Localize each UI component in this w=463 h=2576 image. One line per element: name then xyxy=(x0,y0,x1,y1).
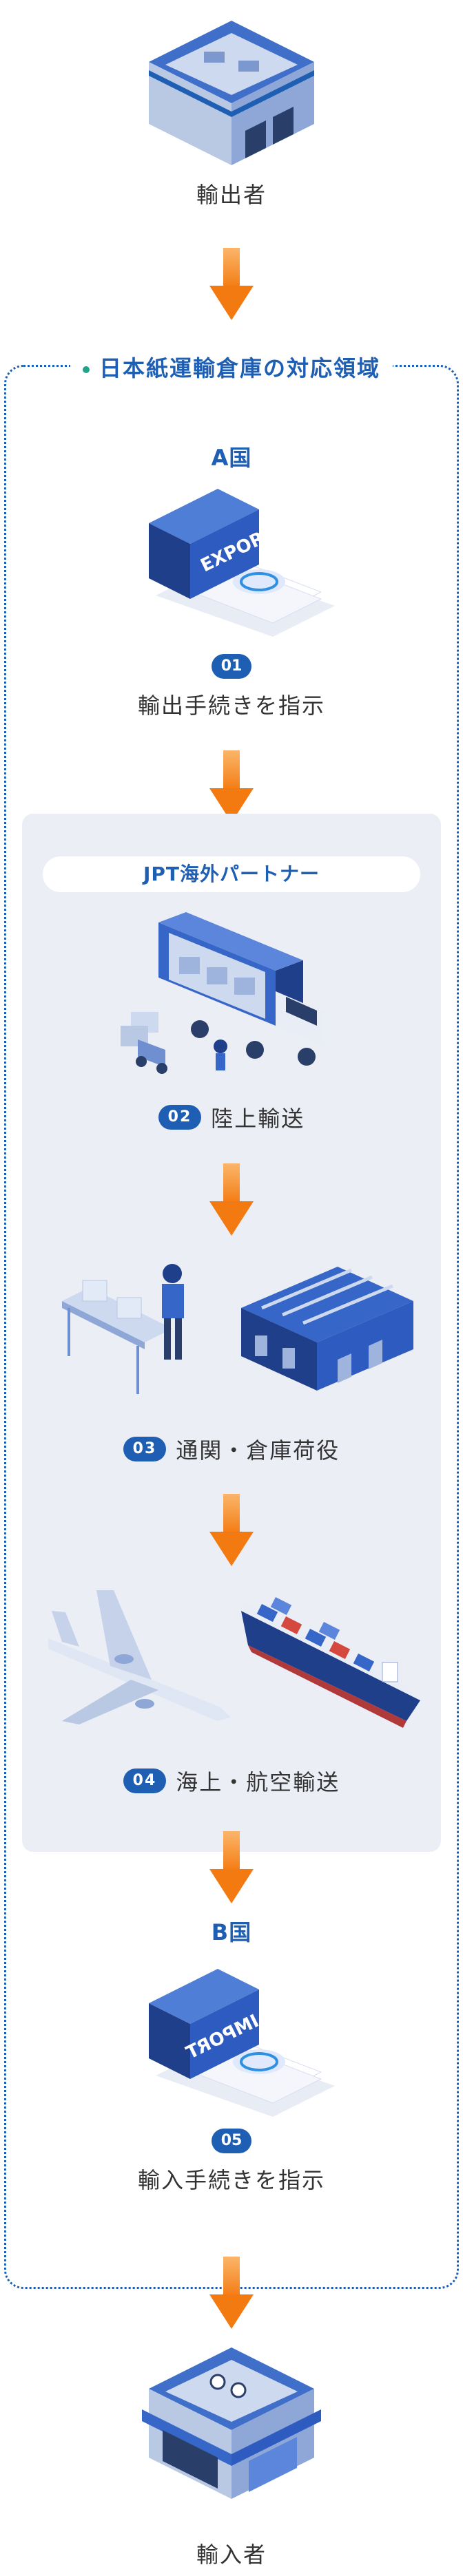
export-container-illustration: EXPORT xyxy=(135,482,335,640)
partner-label: JPT海外パートナー xyxy=(43,856,420,892)
step-05-badge-row: 05 xyxy=(0,2129,463,2153)
country-a-label: A国 xyxy=(211,445,252,471)
truck-transport-illustration xyxy=(117,909,344,1074)
down-arrow-icon xyxy=(209,248,254,320)
down-arrow-icon xyxy=(209,750,254,823)
step-02-row: 02 陸上輸送 xyxy=(0,1101,463,1133)
down-arrow-icon xyxy=(209,1831,254,1903)
step-03-row: 03 通関・倉庫荷役 xyxy=(0,1433,463,1465)
step-02-label: 陸上輸送 xyxy=(211,1106,305,1132)
step-04-row: 04 海上・航空輸送 xyxy=(0,1765,463,1797)
exporter-building-illustration xyxy=(135,14,328,172)
importer-store-illustration xyxy=(135,2341,328,2506)
step-number-badge: 02 xyxy=(158,1105,202,1130)
import-container-illustration: IMPORT xyxy=(135,1962,335,2120)
down-arrow-icon xyxy=(209,1494,254,1566)
step-01-badge-row: 01 xyxy=(0,654,463,679)
step-04-label: 海上・航空輸送 xyxy=(176,1769,340,1795)
step-number-badge: 01 xyxy=(211,654,252,679)
green-dot-icon xyxy=(82,366,90,373)
step-05-label: 輸入手続きを指示 xyxy=(137,2167,325,2193)
importer-label: 輸入者 xyxy=(196,2542,267,2568)
step-number-badge: 05 xyxy=(211,2129,252,2153)
step-number-badge: 04 xyxy=(123,1769,167,1793)
region-title: 日本紙運輸倉庫の対応領域 xyxy=(0,351,463,383)
airplane-illustration xyxy=(41,1583,241,1735)
country-b-label: B国 xyxy=(211,1919,252,1945)
step-01-label: 輸出手続きを指示 xyxy=(137,693,325,719)
exporter-label: 輸出者 xyxy=(196,182,267,208)
step-number-badge: 03 xyxy=(123,1437,167,1461)
step-03-label: 通関・倉庫荷役 xyxy=(176,1437,340,1464)
warehouse-illustration xyxy=(234,1260,420,1397)
customs-conveyor-illustration xyxy=(62,1260,207,1397)
cargo-ship-illustration xyxy=(234,1583,427,1735)
down-arrow-icon xyxy=(209,2257,254,2329)
down-arrow-icon xyxy=(209,1163,254,1236)
